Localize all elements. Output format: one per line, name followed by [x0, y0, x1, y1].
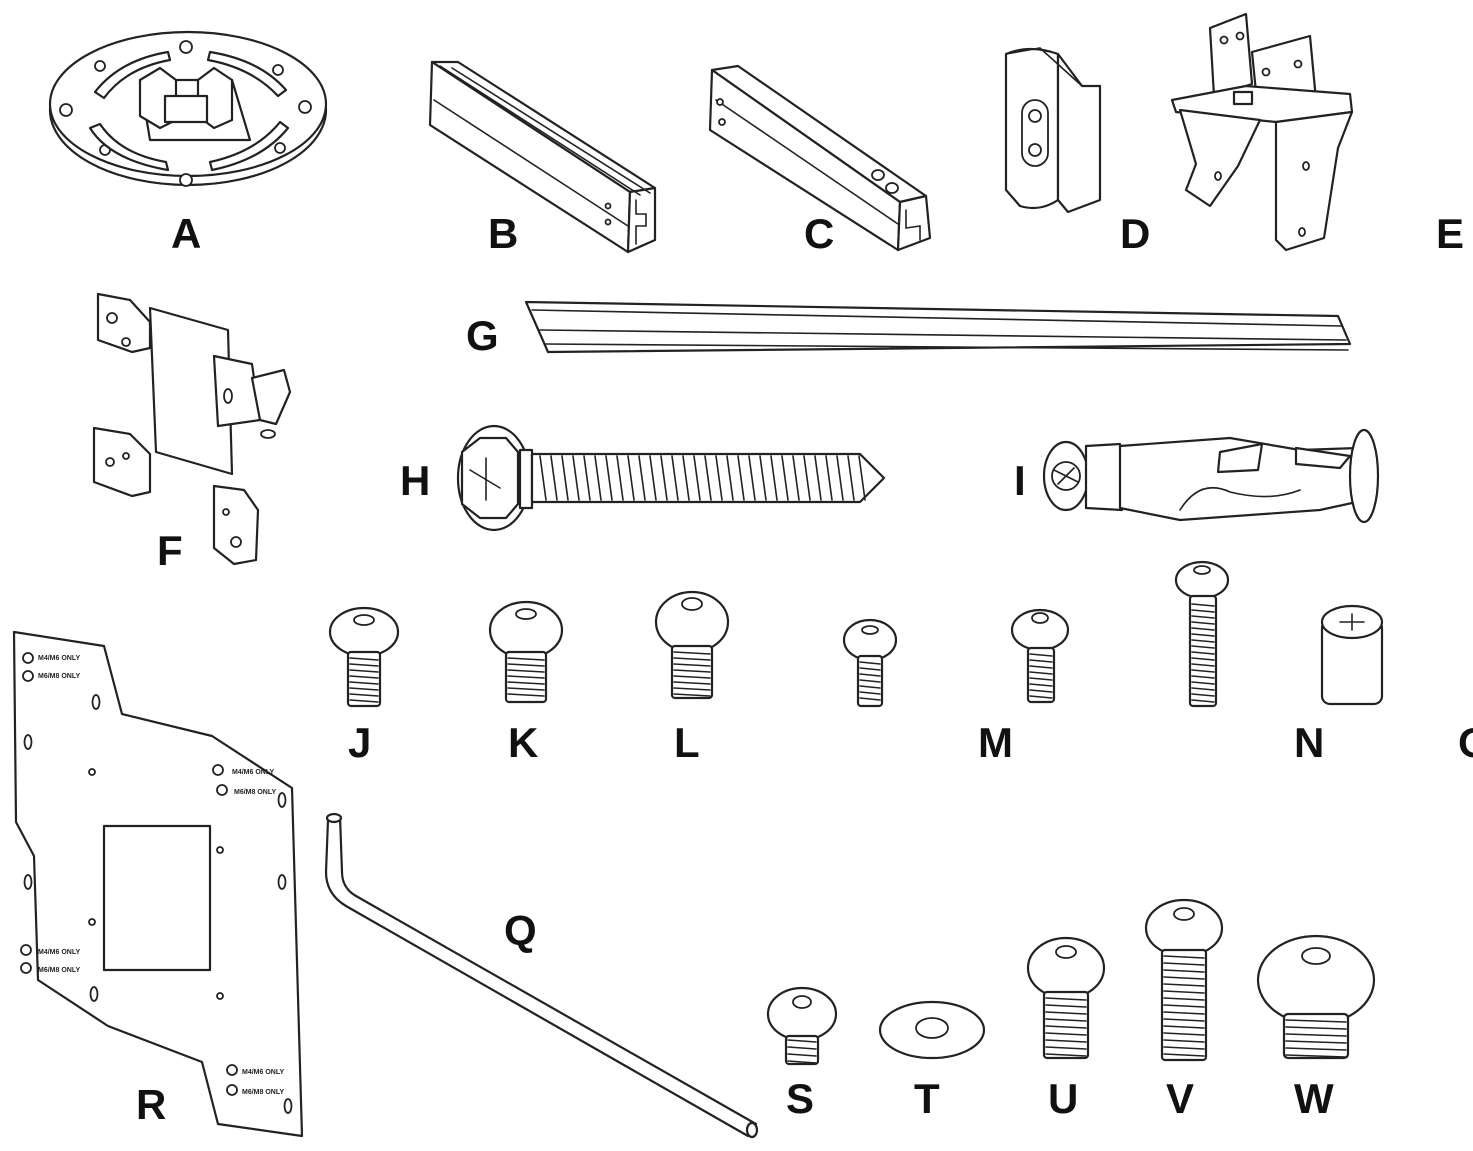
part-a-ceiling-plate: [48, 30, 328, 187]
label-q: Q: [504, 907, 537, 954]
part-s-screw: [766, 986, 838, 1066]
part-u-screw: [1026, 936, 1106, 1060]
part-e-tilt-head: [1170, 12, 1354, 252]
label-i: I: [1014, 457, 1026, 504]
label-m: M: [978, 719, 1013, 766]
label-j: J: [348, 719, 372, 766]
part-d-clip-bracket: [1004, 47, 1102, 214]
plate-text-1: M4/M6 ONLY: [38, 655, 80, 662]
part-f-wall-bracket: [92, 292, 292, 566]
label-o: O: [1458, 722, 1473, 764]
plate-text-2: M6/M8 ONLY: [38, 673, 80, 680]
label-t: T: [914, 1075, 940, 1122]
plate-text-6: M6/M8 ONLY: [38, 967, 80, 974]
part-m-screw-long: [1174, 560, 1230, 708]
label-k: K: [508, 719, 539, 766]
label-e: E: [1436, 210, 1465, 257]
label-c: C: [804, 210, 835, 257]
label-l: L: [674, 719, 700, 766]
part-b-rail: [428, 60, 657, 254]
part-l-screw: [654, 590, 730, 700]
part-r-adapter-plate: M4/M6 ONLY M6/M8 ONLY M4/M6 ONLY M6/M8 O…: [12, 630, 304, 1138]
label-f: F: [157, 527, 183, 574]
plate-text-8: M6/M8 ONLY: [242, 1089, 284, 1096]
label-w: W: [1294, 1075, 1334, 1122]
label-b: B: [488, 210, 519, 257]
part-c-inner-rail: [708, 64, 932, 252]
part-k-screw: [488, 600, 564, 704]
label-r: R: [136, 1081, 167, 1128]
label-d: D: [1120, 210, 1151, 257]
label-g: G: [466, 312, 499, 359]
label-a: A: [171, 210, 202, 257]
plate-text-4: M6/M8 ONLY: [234, 789, 276, 796]
label-n: N: [1294, 719, 1325, 766]
part-q-hex-key: [324, 812, 759, 1139]
part-v-screw: [1144, 898, 1224, 1062]
part-t-washer: [878, 1000, 986, 1060]
bottom-screws-row: [766, 898, 1376, 1066]
part-h-lag-screw: [456, 424, 886, 532]
plate-text-5: M4/M6 ONLY: [38, 949, 80, 956]
label-s: S: [786, 1075, 815, 1122]
small-screws-row: [328, 560, 1384, 708]
part-i-toggle-anchor: [1042, 428, 1380, 524]
part-n-cylinder-nut: [1320, 604, 1384, 706]
plate-text-7: M4/M6 ONLY: [242, 1069, 284, 1076]
plate-text-3: M4/M6 ONLY: [232, 769, 274, 776]
part-w-screw: [1256, 934, 1376, 1060]
part-j-screw: [328, 606, 400, 708]
label-u: U: [1048, 1075, 1079, 1122]
label-v: V: [1166, 1075, 1195, 1122]
part-g-long-channel: [524, 300, 1352, 354]
label-h: H: [400, 457, 431, 504]
part-m-screw-washer: [1010, 608, 1070, 704]
